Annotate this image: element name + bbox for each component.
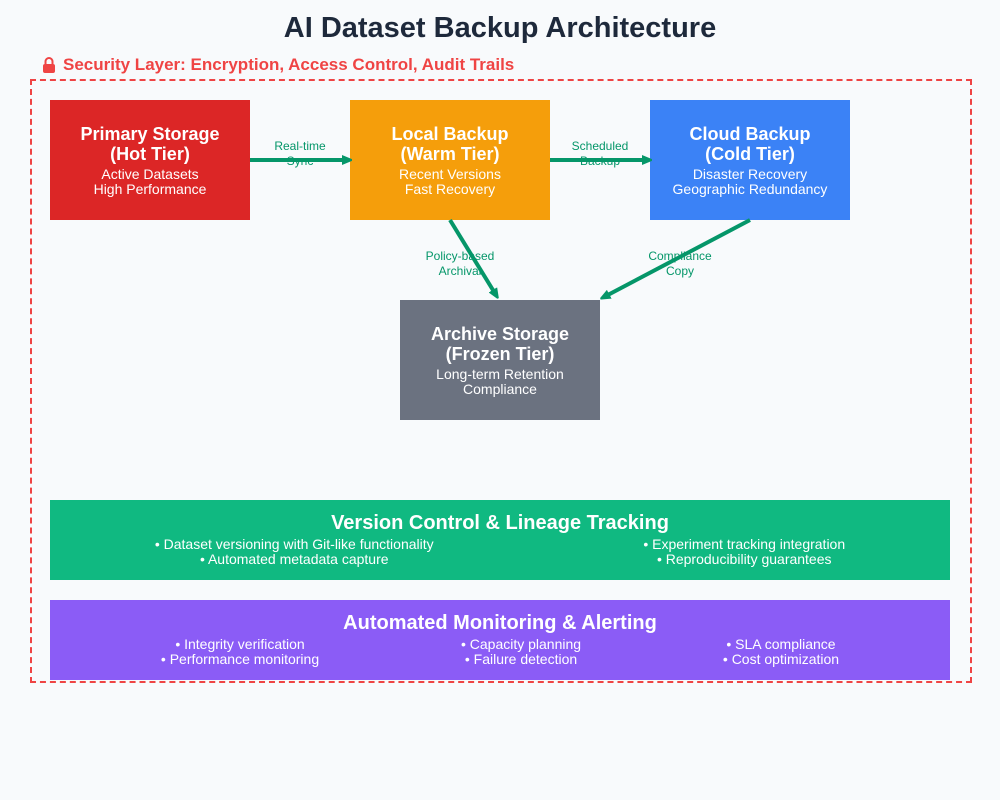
tier-detail: Geographic Redundancy bbox=[672, 180, 828, 197]
tier-title: Cloud Backup bbox=[689, 123, 811, 144]
security-layer-text: Security Layer: Encryption, Access Contr… bbox=[63, 55, 515, 74]
flow-label-line: Sync bbox=[286, 154, 314, 168]
flow-label-line: Backup bbox=[579, 154, 621, 168]
tier-title: Archive Storage bbox=[430, 323, 570, 344]
tier-detail: Fast Recovery bbox=[404, 180, 496, 197]
version-control-panel: Version Control & Lineage Tracking • Dat… bbox=[50, 500, 950, 580]
feature-item: • Dataset versioning with Git-like funct… bbox=[154, 536, 434, 552]
flow-label-line: Archival bbox=[438, 264, 482, 278]
tier-detail: High Performance bbox=[93, 180, 207, 197]
version-control-column: • Dataset versioning with Git-like funct… bbox=[155, 537, 434, 567]
archive-storage-box[interactable]: Archive Storage (Frozen Tier) Long-term … bbox=[400, 300, 600, 420]
version-control-column: • Experiment tracking integration • Repr… bbox=[643, 537, 845, 567]
flow-label-line: Copy bbox=[665, 264, 694, 278]
tier-subtitle: (Frozen Tier) bbox=[445, 343, 555, 364]
feature-item: • SLA compliance bbox=[726, 636, 836, 652]
feature-item: • Cost optimization bbox=[722, 651, 840, 667]
security-boundary bbox=[30, 79, 972, 683]
feature-item: • Performance monitoring bbox=[160, 651, 320, 667]
flow-label-scheduled-backup: Scheduled Backup bbox=[550, 139, 650, 169]
tier-subtitle: (Warm Tier) bbox=[400, 143, 500, 164]
monitoring-column: • SLA compliance • Cost optimization bbox=[723, 637, 839, 667]
security-layer-label: Security Layer: Encryption, Access Contr… bbox=[42, 55, 514, 75]
tier-detail: Disaster Recovery bbox=[692, 165, 808, 182]
primary-storage-box[interactable]: Primary Storage (Hot Tier) Active Datase… bbox=[50, 100, 250, 220]
tier-detail: Compliance bbox=[463, 380, 537, 397]
tier-detail: Active Datasets bbox=[101, 165, 199, 182]
flow-label-realtime-sync: Real-time Sync bbox=[250, 139, 350, 169]
version-control-title: Version Control & Lineage Tracking bbox=[331, 512, 669, 534]
monitoring-column: • Integrity verification • Performance m… bbox=[161, 637, 319, 667]
monitoring-column: • Capacity planning • Failure detection bbox=[461, 637, 581, 667]
flow-label-policy-archival: Policy-based Archival bbox=[410, 249, 510, 279]
tier-subtitle: (Cold Tier) bbox=[705, 143, 795, 164]
local-backup-box[interactable]: Local Backup (Warm Tier) Recent Versions… bbox=[350, 100, 550, 220]
page-title: AI Dataset Backup Architecture bbox=[283, 12, 717, 44]
feature-item: • Automated metadata capture bbox=[199, 551, 389, 567]
flow-label-line: Real-time bbox=[274, 139, 326, 153]
tier-detail: Recent Versions bbox=[399, 165, 501, 182]
lock-icon bbox=[43, 57, 55, 73]
cloud-backup-box[interactable]: Cloud Backup (Cold Tier) Disaster Recove… bbox=[650, 100, 850, 220]
feature-item: • Reproducibility guarantees bbox=[656, 551, 832, 567]
feature-item: • Failure detection bbox=[464, 651, 578, 667]
flow-label-compliance-copy: Compliance Copy bbox=[630, 249, 730, 279]
tier-title: Primary Storage bbox=[80, 123, 220, 144]
tier-detail: Long-term Retention bbox=[436, 365, 564, 382]
flow-label-line: Policy-based bbox=[425, 249, 495, 263]
tier-title: Local Backup bbox=[391, 123, 509, 144]
monitoring-title: Automated Monitoring & Alerting bbox=[343, 612, 657, 634]
flow-label-line: Compliance bbox=[648, 249, 712, 263]
monitoring-panel: Automated Monitoring & Alerting • Integr… bbox=[50, 600, 950, 680]
flow-label-line: Scheduled bbox=[571, 139, 629, 153]
tier-subtitle: (Hot Tier) bbox=[110, 143, 190, 164]
feature-item: • Capacity planning bbox=[460, 636, 582, 652]
feature-item: • Experiment tracking integration bbox=[643, 536, 846, 552]
feature-item: • Integrity verification bbox=[175, 636, 305, 652]
